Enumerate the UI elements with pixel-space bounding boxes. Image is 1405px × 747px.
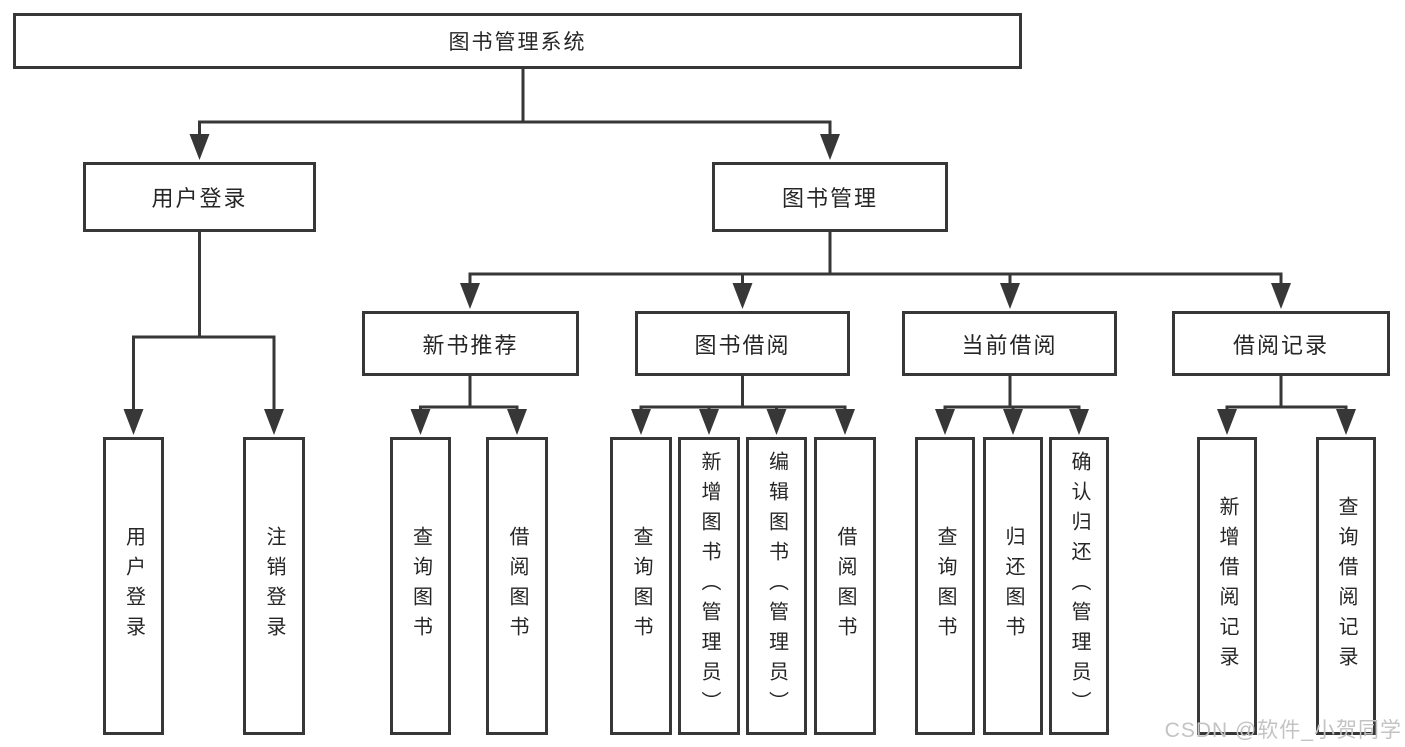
node-label: 图书管理系统	[448, 31, 587, 54]
node-label: 注销登录	[263, 526, 285, 646]
node-root-system: 图书管理系统	[13, 13, 1022, 69]
node-label: 确认归还（管理员）	[1068, 451, 1090, 721]
node-label: 借阅记录	[1232, 332, 1329, 358]
node-label: 新增图书（管理员）	[698, 451, 720, 721]
node-book-management: 图书管理	[712, 162, 948, 232]
node-new-book-recommend: 新书推荐	[362, 311, 579, 376]
leaf-query-books-recommend: 查询图书	[390, 437, 451, 735]
leaf-add-book-admin: 新增图书（管理员）	[678, 437, 740, 735]
node-label: 查询图书	[630, 526, 652, 646]
node-label: 用户登录	[151, 186, 248, 211]
node-label: 新增借阅记录	[1216, 496, 1238, 676]
node-label: 归还图书	[1002, 526, 1024, 646]
node-label: 用户登录	[122, 526, 145, 646]
node-label: 查询图书	[934, 526, 956, 646]
leaf-confirm-return-admin: 确认归还（管理员）	[1049, 437, 1109, 735]
node-label: 编辑图书（管理员）	[765, 451, 788, 721]
node-label: 查询借阅记录	[1335, 496, 1357, 676]
node-label: 借阅图书	[834, 526, 856, 646]
leaf-query-borrow-record: 查询借阅记录	[1316, 437, 1376, 735]
leaf-add-borrow-record: 新增借阅记录	[1197, 437, 1257, 735]
leaf-user-login: 用户登录	[103, 437, 164, 735]
node-label: 新书推荐	[422, 332, 519, 358]
node-book-borrow: 图书借阅	[635, 311, 850, 376]
leaf-edit-book-admin: 编辑图书（管理员）	[746, 437, 807, 735]
csdn-watermark: CSDN @软件_小贺同学	[1164, 719, 1402, 742]
node-borrow-records: 借阅记录	[1172, 311, 1390, 376]
node-label: 借阅图书	[506, 526, 528, 646]
leaf-return-book: 归还图书	[983, 437, 1043, 735]
leaf-query-books-borrow: 查询图书	[610, 437, 672, 735]
node-current-borrow: 当前借阅	[902, 311, 1117, 376]
node-label: 查询图书	[409, 526, 432, 646]
node-label: 当前借阅	[961, 332, 1058, 358]
node-label: 图书借阅	[694, 332, 791, 358]
leaf-borrow-books: 借阅图书	[814, 437, 876, 735]
leaf-borrow-books-recommend: 借阅图书	[486, 437, 548, 735]
node-label: 图书管理	[781, 186, 878, 211]
leaf-logout: 注销登录	[243, 437, 305, 735]
node-user-login: 用户登录	[83, 162, 316, 232]
leaf-query-books-current: 查询图书	[915, 437, 975, 735]
